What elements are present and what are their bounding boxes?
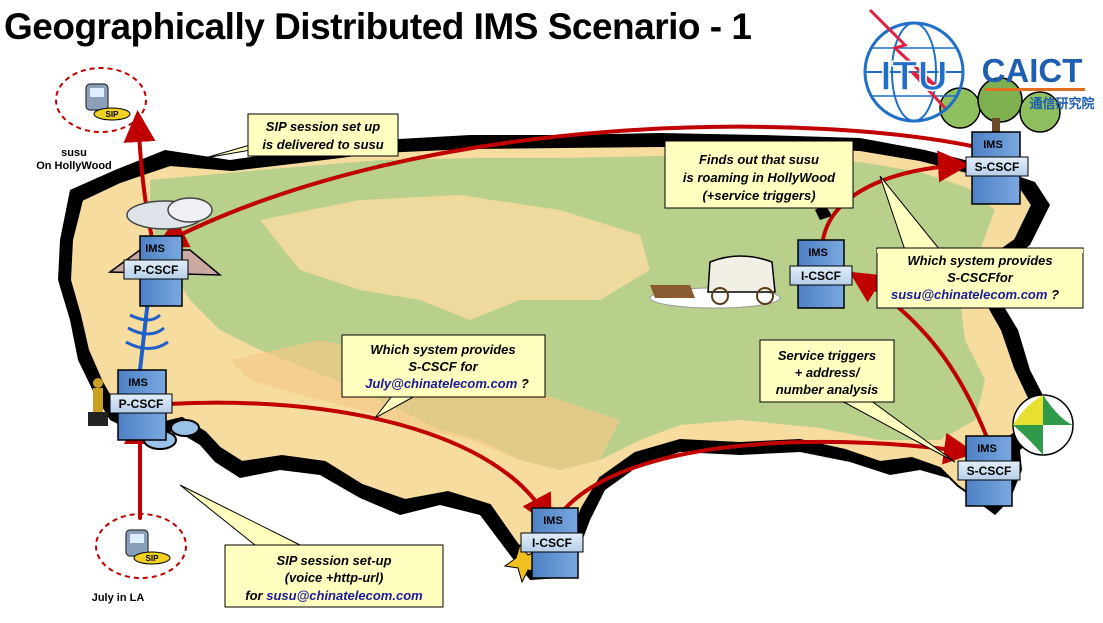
antenna-waves-illustration	[125, 299, 169, 371]
beach-ball-illustration	[1012, 394, 1074, 456]
caict-logo: CAICT 通信研究院	[982, 52, 1095, 111]
callout-which-susu-link: susu@chinatelecom.com	[891, 287, 1048, 302]
node-icscf-south: IMS I-CSCF	[520, 507, 584, 579]
callout-which-july-link: July@chinatelecom.com	[365, 376, 518, 391]
callout-triggers-line1: Service triggers	[778, 348, 876, 363]
user-susu: SIP susu On HollyWood	[36, 67, 147, 172]
node-icscf-mid: IMS I-CSCF	[789, 239, 853, 309]
page-title: Geographically Distributed IMS Scenario …	[4, 6, 752, 47]
callout-roaming: Finds out that susu is roaming in HollyW…	[664, 140, 854, 209]
node-name: S-CSCF	[975, 160, 1020, 174]
callout-roaming-line2: is roaming in HollyWood	[683, 170, 836, 185]
callout-which-susu-line1: Which system provides	[907, 253, 1052, 268]
callout-setup: SIP session set-up (voice +http-url) for…	[179, 484, 444, 608]
caict-logo-subtext: 通信研究院	[1029, 96, 1094, 111]
callout-setup-line1: SIP session set-up	[276, 553, 391, 568]
ims-label: IMS	[808, 247, 828, 259]
callout-which-susu-tail: ?	[1051, 287, 1059, 302]
svg-text:July@chinatelecom.com: July@chinatelecom.com ?	[365, 376, 529, 391]
node-name: S-CSCF	[967, 464, 1012, 478]
node-name: I-CSCF	[532, 536, 572, 550]
svg-text:susu@chinatelecom.com: susu@chinatelecom.com ?	[891, 287, 1059, 302]
susu-sip-badge: SIP	[106, 110, 120, 119]
callout-triggers-line2: + address/	[795, 365, 861, 380]
callout-which-july-line2: S-CSCF for	[408, 359, 478, 374]
callout-roaming-line1: Finds out that susu	[699, 152, 819, 167]
node-scscf-ne: IMS S-CSCF	[965, 131, 1029, 205]
callout-setup-prefix: for	[245, 588, 263, 603]
callout-setup-link: susu@chinatelecom.com	[266, 588, 423, 603]
node-pcscf-hollywood: IMS P-CSCF	[123, 235, 189, 307]
ims-label: IMS	[983, 139, 1003, 151]
node-pcscf-la: IMS P-CSCF	[109, 369, 173, 441]
ims-label: IMS	[543, 515, 563, 527]
map-south-region	[230, 340, 620, 470]
node-name: P-CSCF	[134, 263, 179, 277]
july-label: July in LA	[92, 592, 145, 604]
flow-icscf-south-to-scscf-east	[554, 432, 976, 522]
ims-label: IMS	[977, 443, 997, 455]
node-scscf-east: IMS S-CSCF	[957, 435, 1021, 507]
callout-delivered: SIP session set up is delivered to susu	[204, 113, 399, 159]
callout-triggers: Service triggers + address/ number analy…	[759, 339, 956, 463]
flow-icscf-mid-to-scscf-ne	[819, 150, 970, 256]
callout-which-july-tail: ?	[521, 376, 529, 391]
map-desert-region	[260, 195, 650, 320]
callout-setup-line2: (voice +http-url)	[285, 570, 384, 585]
july-sip-badge: SIP	[146, 554, 160, 563]
callout-delivered-line2: is delivered to susu	[262, 137, 383, 152]
wagon-illustration	[649, 255, 781, 309]
flow-pcscf-la-to-icscf-south	[166, 400, 552, 528]
callout-roaming-line3: (+service triggers)	[702, 188, 815, 203]
callout-which-susu: Which system provides S-CSCFfor susu@chi…	[876, 175, 1084, 309]
caict-logo-text: CAICT	[982, 52, 1083, 89]
callout-which-susu-line2: S-CSCFfor	[947, 270, 1014, 285]
callout-which-july-line1: Which system provides	[370, 342, 515, 357]
oscar-statue-illustration	[88, 378, 108, 426]
node-name: P-CSCF	[119, 397, 164, 411]
user-july: SIP July in LA	[92, 513, 187, 604]
itu-logo: ITU	[863, 8, 965, 123]
callout-triggers-line3: number analysis	[776, 382, 879, 397]
susu-name-label: susu	[61, 147, 87, 159]
susu-location-label: On HollyWood	[36, 160, 112, 172]
flow-scscf-ne-to-pcscf-hollywood	[154, 124, 992, 248]
ims-label: IMS	[145, 243, 165, 255]
itu-logo-text: ITU	[880, 52, 948, 99]
svg-text:for susu@chinate: for susu@chinatelecom.com	[245, 588, 423, 603]
ims-label: IMS	[128, 377, 148, 389]
node-name: I-CSCF	[801, 269, 841, 283]
callout-delivered-line1: SIP session set up	[266, 119, 380, 134]
callout-which-july: Which system provides S-CSCF for July@ch…	[341, 334, 546, 419]
